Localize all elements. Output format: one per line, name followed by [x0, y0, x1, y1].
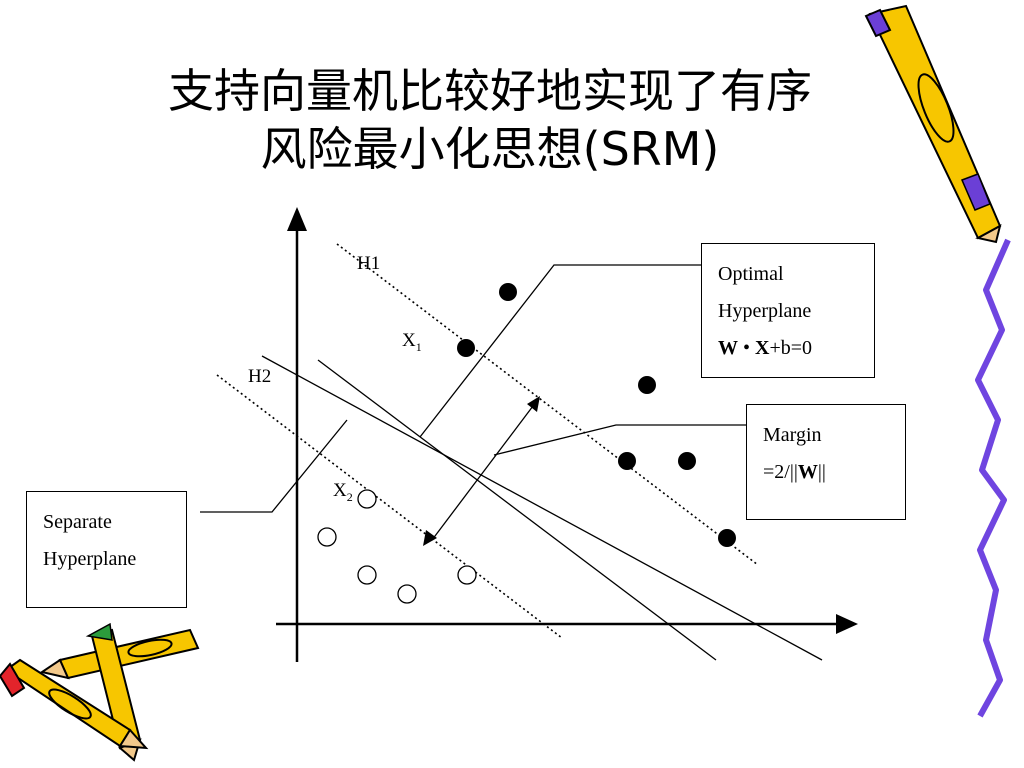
margin-arrow-head-up-icon — [527, 396, 540, 412]
margin-box: Margin =2/||W|| — [746, 404, 906, 520]
optimal-eq-w: W — [718, 337, 738, 359]
optimal-eq-x: X — [755, 337, 770, 359]
separate-line-1: Separate — [43, 511, 112, 533]
h1-label: H1 — [357, 253, 381, 274]
optimal-equation: W • X+b=0 — [718, 330, 874, 367]
separating-line-b — [317, 359, 717, 661]
separating-line-a — [261, 355, 823, 661]
negative-point — [317, 527, 337, 547]
negative-point-x2 — [357, 489, 377, 509]
optimal-line-1: Optimal — [718, 263, 784, 285]
separate-hyperplane-box: Separate Hyperplane — [26, 491, 187, 608]
y-axis-arrow-icon — [287, 207, 307, 231]
pencil-top-right-icon — [864, 4, 1002, 244]
negative-point — [397, 584, 417, 604]
x2-label-sub: 2 — [346, 489, 353, 504]
x1-label: X1 — [402, 330, 422, 355]
negative-point — [457, 565, 477, 585]
positive-point — [718, 529, 736, 547]
optimal-eq-dot: • — [738, 337, 756, 359]
slide-title: 支持向量机比较好地实现了有序 风险最小化思想(SRM) — [60, 62, 920, 178]
positive-point — [678, 452, 696, 470]
title-line-1: 支持向量机比较好地实现了有序 — [168, 64, 812, 118]
negative-points — [317, 489, 477, 604]
h2-label: H2 — [248, 366, 272, 387]
positive-point-x1 — [457, 339, 475, 357]
title-line-2: 风险最小化思想(SRM) — [260, 122, 720, 176]
margin-line-1: Margin — [763, 424, 822, 446]
hyperplane-h1 — [336, 243, 759, 566]
axes — [276, 207, 858, 662]
positive-point — [638, 376, 656, 394]
x-axis-arrow-icon — [836, 614, 858, 634]
hyperplane-h2 — [216, 374, 563, 639]
x1-label-sub: 1 — [415, 339, 422, 354]
separate-line-2: Hyperplane — [43, 548, 137, 570]
x2-label-main: X — [333, 480, 347, 501]
margin-w: W — [797, 461, 818, 483]
optimal-hyperplane-box: Optimal Hyperplane W • X+b=0 — [701, 243, 875, 378]
optimal-line-2: Hyperplane — [718, 300, 812, 322]
negative-point — [357, 565, 377, 585]
margin-prefix: =2/|| — [763, 461, 798, 483]
margin-suffix: || — [817, 461, 826, 483]
separate-callout-line — [200, 419, 348, 513]
pencils-bottom-left-icon — [0, 622, 200, 762]
positive-point — [499, 283, 517, 301]
x1-label-main: X — [402, 330, 416, 351]
margin-callout-line — [493, 424, 746, 456]
optimal-callout-line — [419, 264, 701, 438]
positive-points — [457, 283, 736, 547]
margin-arrow — [431, 401, 537, 541]
positive-point — [618, 452, 636, 470]
margin-formula: =2/||W|| — [763, 454, 905, 491]
squiggle-decoration — [975, 238, 1011, 718]
optimal-eq-rest: +b=0 — [769, 337, 813, 359]
margin-arrow-head-down-icon — [423, 530, 437, 546]
x2-label: X2 — [333, 480, 353, 505]
